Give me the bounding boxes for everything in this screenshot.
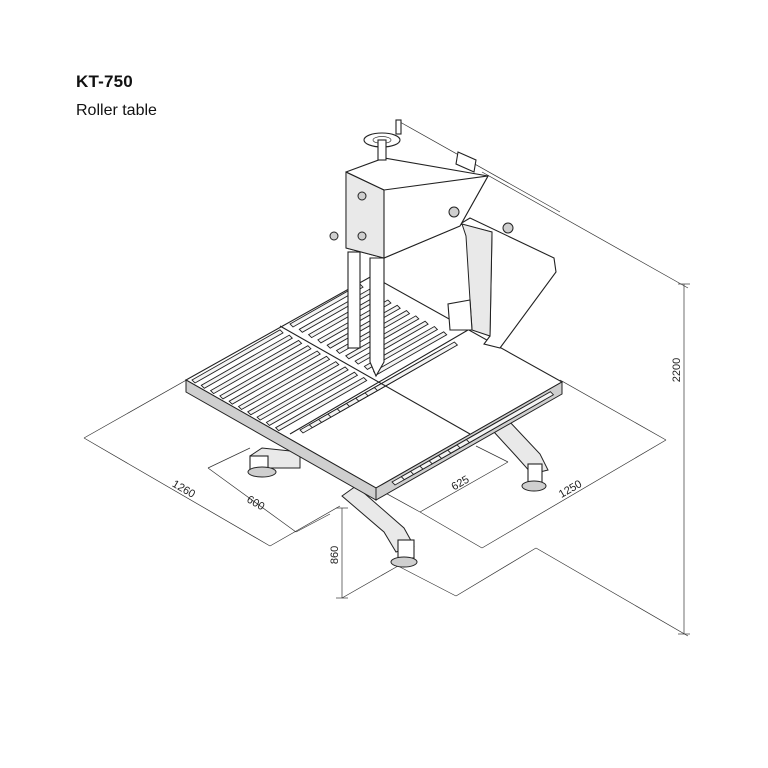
roller bbox=[200, 334, 294, 389]
roller bbox=[219, 345, 312, 400]
model-title: KT-750 bbox=[76, 72, 133, 91]
roller bbox=[191, 329, 284, 384]
roller bbox=[465, 391, 555, 444]
dimension-lines bbox=[83, 121, 690, 637]
dim-depth-right: 1250 bbox=[557, 478, 584, 501]
roller bbox=[228, 350, 321, 405]
roller bbox=[265, 371, 359, 426]
dim-inner-center: 625 bbox=[450, 474, 472, 494]
roller bbox=[289, 283, 364, 328]
dim-inner-left: 600 bbox=[245, 494, 267, 514]
roller bbox=[373, 341, 459, 392]
roller bbox=[274, 376, 368, 432]
dim-table-height: 860 bbox=[329, 546, 341, 564]
dim-width-left: 1260 bbox=[170, 478, 197, 501]
roller bbox=[209, 339, 303, 395]
product-subtitle: Roller table bbox=[76, 102, 157, 119]
roller bbox=[256, 366, 349, 421]
saw-head bbox=[329, 119, 557, 378]
roller bbox=[237, 355, 331, 411]
roller bbox=[247, 361, 340, 416]
dim-height-total: 2200 bbox=[671, 358, 683, 382]
